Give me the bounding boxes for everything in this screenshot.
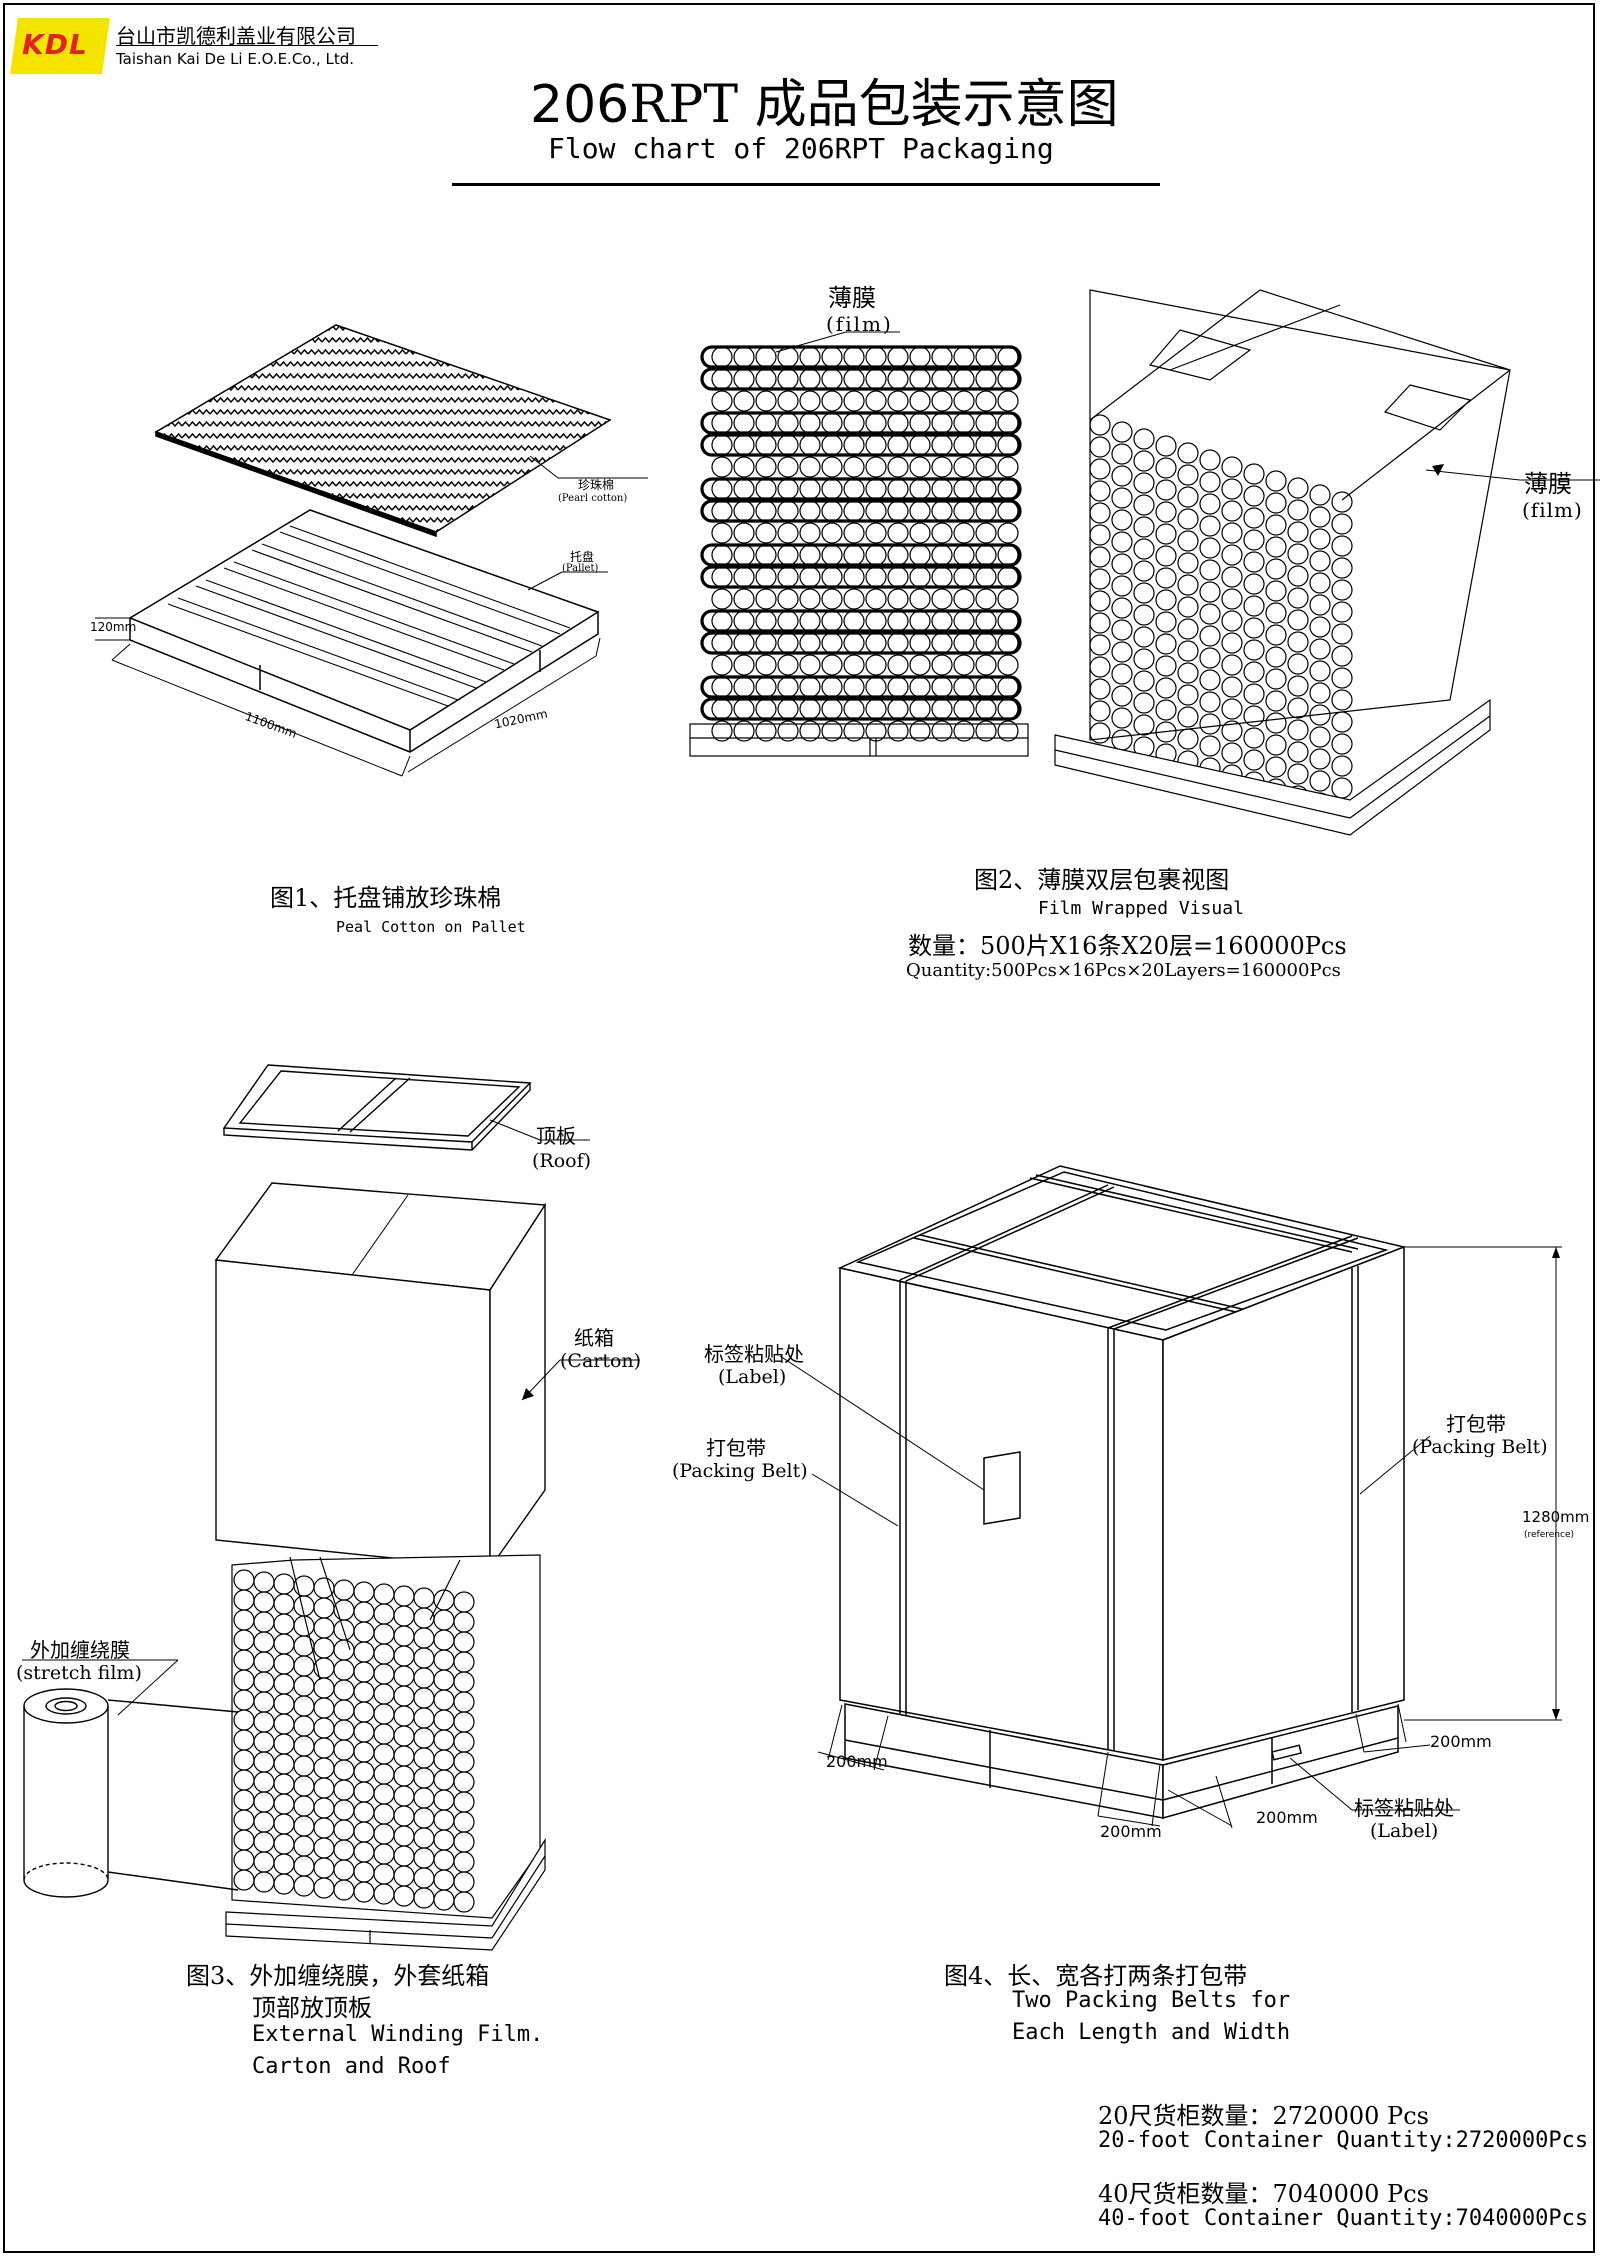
fig2-quantity-en: Quantity:500Pcs×16Pcs×20Layers=160000Pcs: [906, 960, 1341, 981]
height-dimension-note: (reference): [1524, 1530, 1574, 1540]
roof-board: [222, 1064, 590, 1151]
label-spot-cn: 标签粘贴处: [704, 1342, 804, 1366]
title-prefix: 206: [530, 75, 630, 135]
film2-label-cn: 薄膜: [1524, 470, 1572, 498]
carton-label-en: (Carton): [560, 1350, 642, 1372]
dim-height-120: 120mm: [90, 620, 137, 634]
label-spot2-cn: 标签粘贴处: [1354, 1796, 1454, 1820]
roof-label-en: (Roof): [532, 1150, 592, 1172]
fig1-caption-cn: 图1、托盘铺放珍珠棉: [270, 884, 502, 912]
fig3-caption-line4: Carton and Roof: [252, 2054, 451, 2079]
stretch-film-label-en: (stretch film): [16, 1662, 142, 1684]
film-label-cn: 薄膜: [828, 284, 876, 312]
fig2-caption-cn: 图2、薄膜双层包裹视图: [974, 866, 1230, 894]
packing-belt-right-cn: 打包带: [1446, 1412, 1506, 1436]
film-front-view: [689, 331, 1029, 757]
dim-200-side: 200mm: [1256, 1808, 1318, 1827]
wrapped-stack: [225, 1554, 546, 1951]
dim-200-front: 200mm: [1100, 1822, 1162, 1841]
roof-label-cn: 顶板: [536, 1124, 576, 1148]
fig4-caption-line2: Two Packing Belts for: [1012, 1988, 1291, 2013]
logo-text: KDL: [22, 28, 88, 61]
company-divider: [116, 45, 378, 46]
film-label-en: (film): [826, 312, 893, 336]
fig3-caption-line1: 图3、外加缠绕膜，外套纸箱: [186, 1962, 490, 1990]
packed-carton-iso: [779, 1165, 1562, 1829]
page-frame: [3, 3, 1595, 2253]
packing-belt-right-en: (Packing Belt): [1412, 1436, 1548, 1458]
title-rest: RPT 成品包装示意图: [629, 75, 1119, 135]
page-title: 206RPT 成品包装示意图: [530, 62, 1119, 137]
fig4-caption-line3: Each Length and Width: [1012, 2020, 1291, 2045]
container-20-en: 20-foot Container Quantity:2720000Pcs: [1098, 2128, 1589, 2153]
company-name-en: Taishan Kai De Li E.O.E.Co., Ltd.: [116, 50, 355, 68]
film2-label-en: (film): [1522, 498, 1583, 522]
title-underline: [452, 183, 1160, 186]
fig3-caption-line2: 顶部放顶板: [252, 1994, 372, 2022]
pearl-cotton-sheet: [154, 324, 612, 538]
pallet-label-cn: 托盘: [570, 550, 595, 564]
pallet-drawing: [95, 455, 648, 777]
container-20-cn: 20尺货柜数量：2720000 Pcs: [1098, 2102, 1429, 2130]
packing-belt-left-en: (Packing Belt): [672, 1460, 808, 1482]
stretch-film-label-cn: 外加缠绕膜: [30, 1638, 130, 1662]
company-name-cn: 台山市凯德利盖业有限公司: [116, 24, 356, 48]
label-spot2-en: (Label): [1370, 1820, 1439, 1842]
carton-box: [214, 1182, 640, 1571]
fig2-caption-en: Film Wrapped Visual: [1038, 898, 1244, 919]
fig3-caption-line3: External Winding Film.: [252, 2022, 544, 2047]
pearl-cotton-label-en: (Pearl cotton): [558, 493, 628, 504]
height-dimension: 1280mm: [1522, 1508, 1590, 1526]
label-spot-en: (Label): [718, 1366, 787, 1388]
fig4-caption-line1: 图4、长、宽各打两条打包带: [944, 1962, 1248, 1990]
dim-200-right: 200mm: [1430, 1732, 1492, 1751]
fig2-quantity-cn: 数量：500片X16条X20层=160000Pcs: [908, 932, 1347, 960]
dim-200-left: 200mm: [826, 1752, 888, 1771]
packing-belt-left-cn: 打包带: [706, 1436, 766, 1460]
film-iso-stack: [1054, 289, 1600, 836]
pearl-cotton-label-cn: 珍珠棉: [578, 478, 615, 492]
container-40-en: 40-foot Container Quantity:7040000Pcs: [1098, 2206, 1589, 2231]
carton-label-cn: 纸箱: [574, 1326, 614, 1350]
container-40-cn: 40尺货柜数量：7040000 Pcs: [1098, 2180, 1429, 2208]
pallet-label-en: (Pallet): [562, 563, 599, 574]
fig1-caption-en: Peal Cotton on Pallet: [336, 918, 526, 936]
stretch-film-roll: [22, 1659, 239, 1898]
page-subtitle: Flow chart of 206RPT Packaging: [548, 132, 1054, 165]
